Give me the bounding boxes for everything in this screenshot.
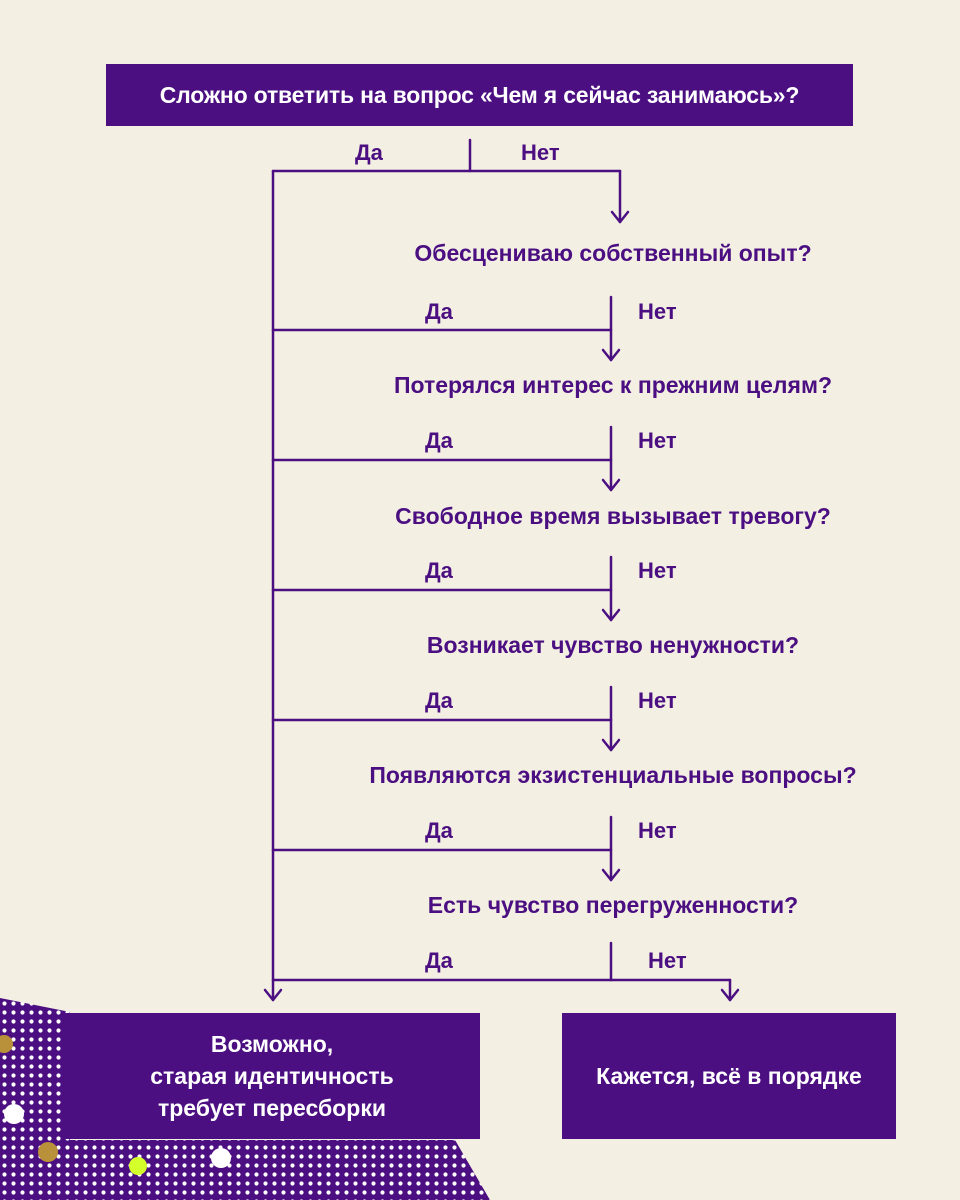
question-2: Потерялся интерес к прежним целям? [393, 372, 833, 398]
start-question-box: Сложно ответить на вопрос «Чем я сейчас … [106, 64, 853, 126]
yes-label: Да [425, 299, 453, 324]
yes-label: Да [425, 818, 453, 843]
no-label: Нет [638, 818, 677, 843]
result-yes-line-1: Возможно, [210, 1031, 334, 1057]
yes-label: Да [425, 558, 453, 583]
no-label: Нет [638, 558, 677, 583]
question-6: Есть чувство перегруженности? [427, 892, 799, 918]
lime-dot-icon [129, 1157, 147, 1175]
question-4: Возникает чувство ненужности? [426, 632, 800, 658]
gold-dot-icon [0, 1035, 13, 1053]
white-dot-icon [211, 1148, 231, 1168]
question-5: Появляются экзистенциальные вопросы? [369, 762, 857, 788]
no-label: Нет [521, 140, 560, 165]
no-label: Нет [648, 948, 687, 973]
question-3: Свободное время вызывает тревогу? [395, 503, 831, 529]
start-question-text: Сложно ответить на вопрос «Чем я сейчас … [159, 81, 800, 108]
yes-label: Да [425, 428, 453, 453]
result-yes-box: Возможно, старая идентичность требует пе… [64, 1013, 480, 1139]
result-no-text: Кажется, всё в порядке [596, 1063, 862, 1089]
no-label: Нет [638, 428, 677, 453]
yes-label: Да [425, 948, 453, 973]
yes-label: Да [355, 140, 383, 165]
no-label: Нет [638, 299, 677, 324]
question-1: Обесцениваю собственный опыт? [414, 240, 812, 266]
white-dot-icon [4, 1104, 24, 1124]
result-yes-line-2: старая идентичность [150, 1063, 394, 1089]
no-label: Нет [638, 688, 677, 713]
yes-label: Да [425, 688, 453, 713]
result-yes-line-3: требует пересборки [157, 1095, 386, 1121]
gold-dot-icon [38, 1142, 58, 1162]
result-no-box: Кажется, всё в порядке [562, 1013, 896, 1139]
